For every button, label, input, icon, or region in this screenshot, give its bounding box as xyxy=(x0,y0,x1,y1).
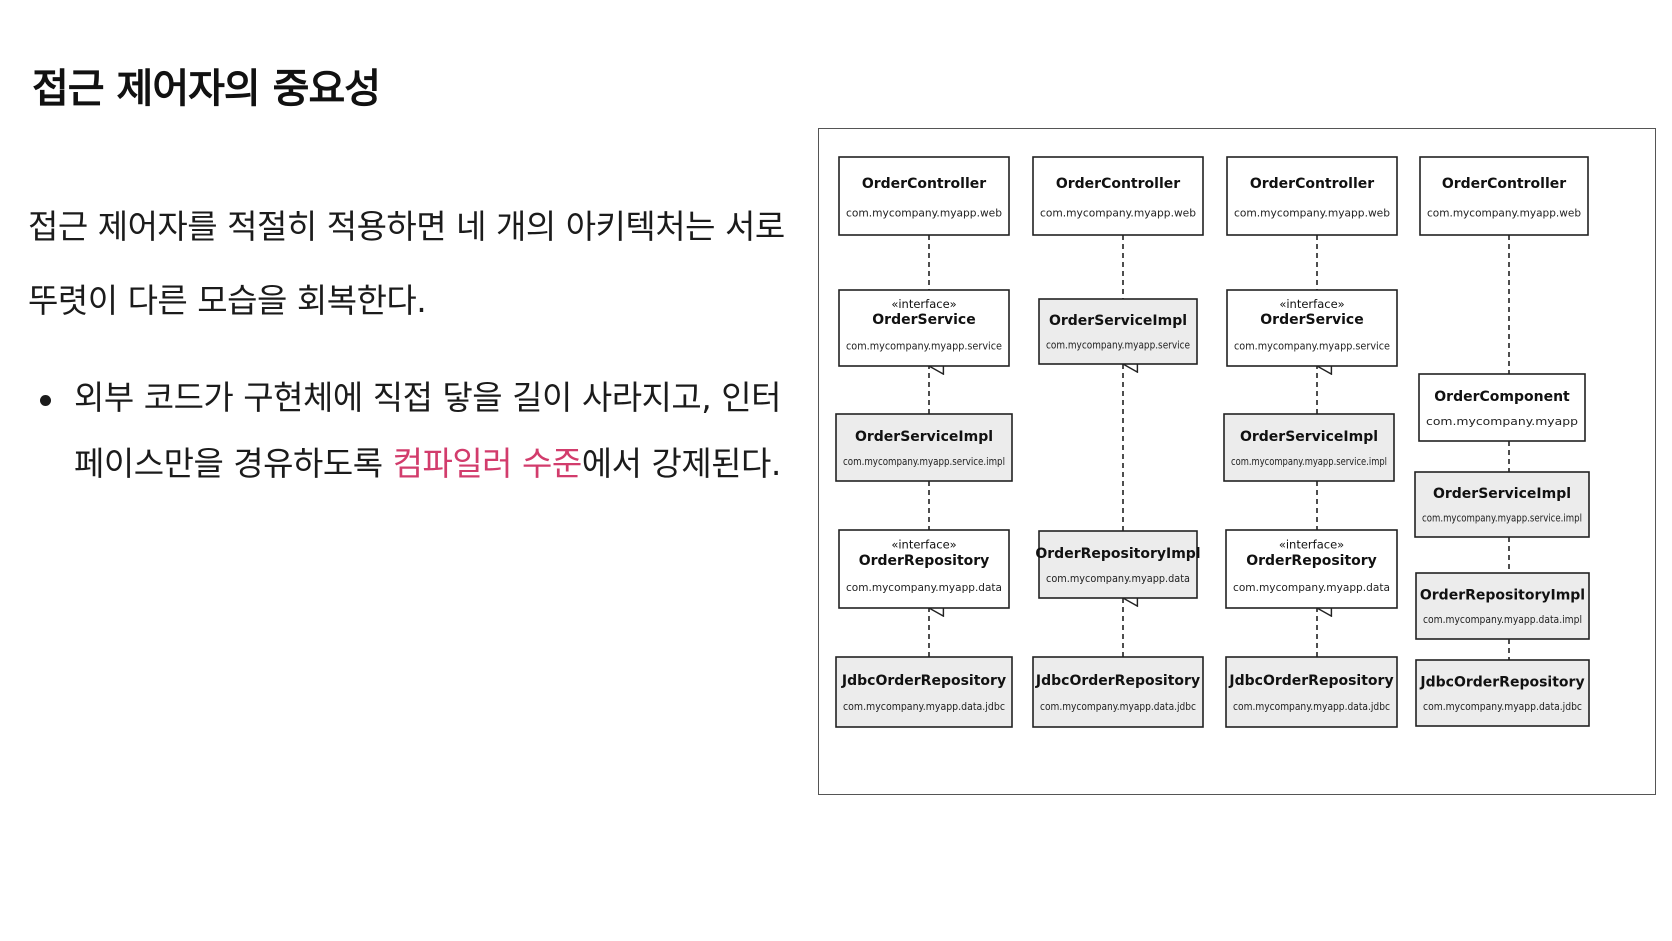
uml-class-box: «interface»OrderRepository com.mycompany.… xyxy=(838,529,1010,609)
package-name: com.mycompany.myapp.service xyxy=(846,340,1002,352)
uml-class-rect xyxy=(1418,373,1586,442)
class-name: OrderRepository xyxy=(1246,553,1377,569)
uml-class-box: OrderServiceImpl com.mycompany.myapp.serv… xyxy=(1038,298,1198,365)
package-name: com.mycompany.myapp xyxy=(1426,416,1578,428)
uml-class-rect xyxy=(838,156,1010,236)
class-name: OrderService xyxy=(1260,312,1363,328)
class-name: OrderController xyxy=(862,176,986,192)
uml-class-box: OrderRepositoryImpl com.mycompany.myapp.d… xyxy=(1035,530,1201,599)
package-name: com.mycompany.myapp.service xyxy=(1046,339,1190,351)
bullet-text-end: 에서 강제된다. xyxy=(581,444,782,483)
intro-paragraph: 접근 제어자를 적절히 적용하면 네 개의 아키텍처는 서로 뚜렷이 다른 모습… xyxy=(28,190,788,338)
class-name: JdbcOrderRepository xyxy=(1035,673,1200,689)
uml-class-rect xyxy=(838,529,1010,609)
uml-class-box: «interface»OrderRepository com.mycompany.… xyxy=(1225,529,1398,609)
package-name: com.mycompany.myapp.web xyxy=(1234,207,1390,219)
bullet-line-2: 페이스만을 경유하도록 컴파일러 수준에서 강제된다. xyxy=(74,431,790,497)
uml-class-box: «interface»OrderService com.mycompany.mya… xyxy=(838,289,1010,367)
bullet-dot-icon xyxy=(40,395,51,406)
class-name: OrderServiceImpl xyxy=(1240,429,1378,445)
uml-class-box: «interface»OrderService com.mycompany.mya… xyxy=(1226,289,1398,367)
uml-class-rect xyxy=(1226,156,1398,236)
uml-class-rect xyxy=(1038,530,1198,599)
uml-class-rect xyxy=(835,656,1013,728)
package-name: com.mycompany.myapp.data.jdbc xyxy=(1423,701,1582,713)
uml-class-box: OrderServiceImpl com.mycompany.myapp.serv… xyxy=(1414,471,1590,538)
bullet-line-1: 외부 코드가 구현체에 직접 닿을 길이 사라지고, 인터 xyxy=(74,378,781,417)
uml-class-rect xyxy=(1414,471,1590,538)
stereotype-label: «interface» xyxy=(891,538,956,552)
uml-class-box: OrderServiceImpl com.mycompany.myapp.serv… xyxy=(835,413,1013,482)
uml-class-rect xyxy=(1038,298,1198,365)
uml-class-box: JdbcOrderRepository com.mycompany.myapp.d… xyxy=(835,656,1013,728)
stereotype-label: «interface» xyxy=(891,297,956,311)
highlight-text: 컴파일러 수준 xyxy=(392,444,583,483)
package-name: com.mycompany.myapp.data.impl xyxy=(1423,614,1582,626)
uml-class-rect xyxy=(1419,156,1589,236)
package-name: com.mycompany.myapp.service.impl xyxy=(1231,456,1387,468)
uml-class-rect xyxy=(1415,572,1590,640)
intro-line-1: 접근 제어자를 적절히 적용하면 네 개의 아키텍처는 서로 xyxy=(28,207,785,246)
uml-class-box: OrderComponent com.mycompany.myapp xyxy=(1418,373,1586,442)
uml-class-rect xyxy=(1225,529,1398,609)
slide-title: 접근 제어자의 중요성 xyxy=(32,66,381,112)
package-name: com.mycompany.myapp.data xyxy=(1233,582,1390,594)
package-name: com.mycompany.myapp.data.jdbc xyxy=(843,701,1005,713)
uml-class-rect xyxy=(835,413,1013,482)
class-name: OrderComponent xyxy=(1434,389,1570,405)
class-name: OrderServiceImpl xyxy=(855,429,993,445)
uml-class-rect xyxy=(838,289,1010,367)
uml-class-rect xyxy=(1032,156,1204,236)
class-name: OrderServiceImpl xyxy=(1049,313,1187,329)
package-name: com.mycompany.myapp.data xyxy=(846,582,1002,594)
bullet-text: 페이스만을 경유하도록 xyxy=(74,444,393,483)
uml-class-rect xyxy=(1032,656,1204,728)
package-name: com.mycompany.myapp.service.impl xyxy=(843,456,1005,468)
stereotype-label: «interface» xyxy=(1279,297,1344,311)
package-name: com.mycompany.myapp.service.impl xyxy=(1422,512,1582,524)
class-name: OrderController xyxy=(1056,176,1180,192)
intro-line-2: 뚜렷이 다른 모습을 회복한다. xyxy=(28,281,427,320)
class-name: OrderRepositoryImpl xyxy=(1420,587,1585,603)
uml-class-box: OrderController com.mycompany.myapp.web xyxy=(838,156,1010,236)
uml-class-box: OrderController com.mycompany.myapp.web xyxy=(1032,156,1204,236)
package-name: com.mycompany.myapp.data.jdbc xyxy=(1040,701,1196,713)
package-name: com.mycompany.myapp.web xyxy=(846,207,1002,219)
package-name: com.mycompany.myapp.web xyxy=(1040,207,1196,219)
class-name: OrderService xyxy=(872,312,975,328)
package-name: com.mycompany.myapp.data.jdbc xyxy=(1233,701,1390,713)
package-name: com.mycompany.myapp.web xyxy=(1427,207,1581,219)
class-name: JdbcOrderRepository xyxy=(1228,673,1393,689)
uml-class-box: OrderRepositoryImpl com.mycompany.myapp.d… xyxy=(1415,572,1590,640)
class-name: OrderRepositoryImpl xyxy=(1035,546,1200,562)
bullet-list: 외부 코드가 구현체에 직접 닿을 길이 사라지고, 인터 페이스만을 경유하도… xyxy=(40,365,790,497)
class-name: OrderController xyxy=(1250,176,1374,192)
uml-class-rect xyxy=(1223,413,1395,482)
uml-class-box: JdbcOrderRepository com.mycompany.myapp.d… xyxy=(1415,659,1590,727)
uml-class-box: OrderServiceImpl com.mycompany.myapp.serv… xyxy=(1223,413,1395,482)
class-name: JdbcOrderRepository xyxy=(841,673,1006,689)
class-name: OrderController xyxy=(1442,176,1566,192)
uml-class-rect xyxy=(1226,289,1398,367)
bullet-item: 외부 코드가 구현체에 직접 닿을 길이 사라지고, 인터 페이스만을 경유하도… xyxy=(40,365,790,497)
class-name: OrderRepository xyxy=(859,553,990,569)
class-name: OrderServiceImpl xyxy=(1433,486,1571,502)
uml-class-rect xyxy=(1415,659,1590,727)
uml-class-box: JdbcOrderRepository com.mycompany.myapp.d… xyxy=(1032,656,1204,728)
package-name: com.mycompany.myapp.service xyxy=(1234,340,1390,352)
uml-class-box: OrderController com.mycompany.myapp.web xyxy=(1419,156,1589,236)
architecture-diagram-svg: OrderController com.mycompany.myapp.web «i… xyxy=(835,156,1590,728)
class-name: JdbcOrderRepository xyxy=(1419,674,1584,690)
architecture-diagram: OrderController com.mycompany.myapp.web «i… xyxy=(818,128,1656,795)
uml-class-box: JdbcOrderRepository com.mycompany.myapp.d… xyxy=(1225,656,1398,728)
uml-class-box: OrderController com.mycompany.myapp.web xyxy=(1226,156,1398,236)
uml-class-rect xyxy=(1225,656,1398,728)
package-name: com.mycompany.myapp.data xyxy=(1046,573,1190,585)
stereotype-label: «interface» xyxy=(1279,538,1344,552)
